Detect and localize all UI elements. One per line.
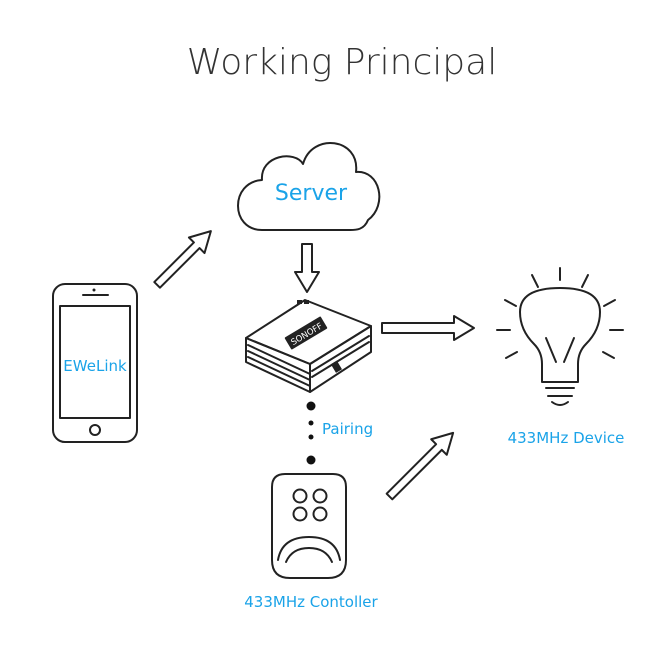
- bridge-hub: SONOFF: [245, 299, 372, 393]
- remote-control-icon: [271, 473, 347, 579]
- arrow-controller-to-device: [385, 431, 455, 501]
- smartphone-icon: [52, 283, 138, 443]
- bridge-hub-icon: SONOFF: [245, 299, 372, 393]
- arrow-phone-to-server: [153, 230, 212, 289]
- cloud-icon: [237, 141, 381, 231]
- arrow-icon: [385, 431, 455, 501]
- arrow-icon: [153, 230, 212, 289]
- pairing-label: Pairing: [322, 420, 373, 438]
- arrow-server-to-bridge: [294, 243, 320, 293]
- device-label: 433MHz Device: [508, 429, 625, 447]
- phone-app-label: EWeLink: [63, 357, 127, 375]
- server-cloud: Server: [237, 141, 381, 231]
- diagram-title: Working Principal: [187, 42, 497, 83]
- pairing-connector: Pairing: [306, 401, 373, 465]
- server-label: Server: [275, 181, 348, 206]
- light-bulb-icon: [496, 267, 624, 406]
- smartphone: EWeLink: [52, 283, 138, 443]
- arrow-icon: [294, 243, 320, 293]
- light-bulb-device: 433MHz Device: [496, 267, 625, 447]
- controller-label: 433MHz Contoller: [244, 593, 378, 611]
- arrow-icon: [381, 315, 475, 341]
- remote-controller: 433MHz Contoller: [244, 473, 379, 611]
- arrow-bridge-to-device: [381, 315, 475, 341]
